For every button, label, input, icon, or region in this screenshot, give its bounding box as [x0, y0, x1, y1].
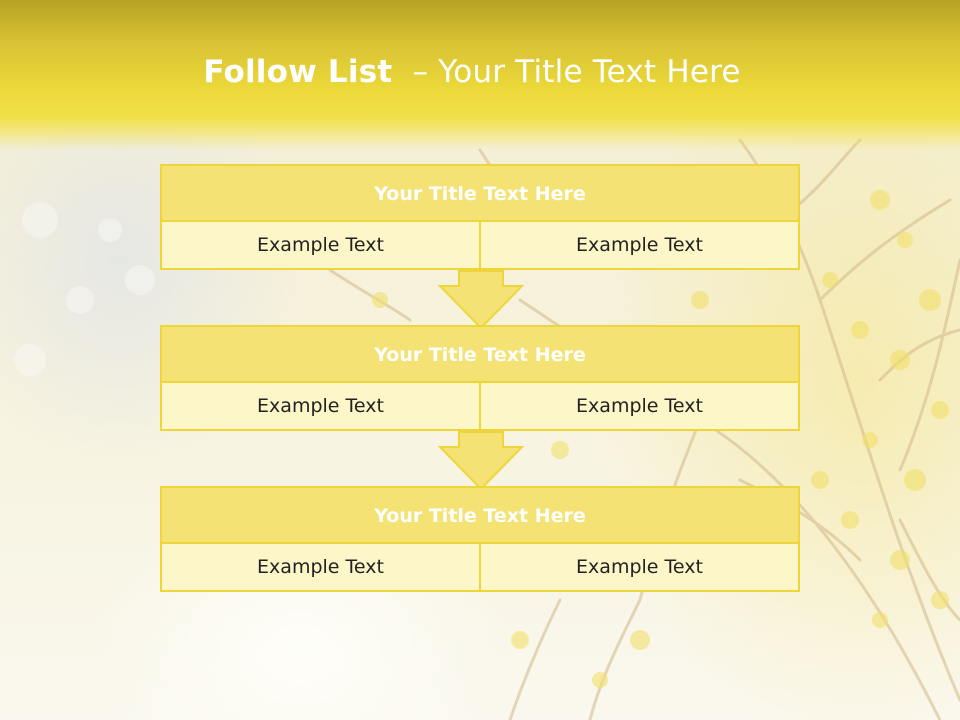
block-cell-right: Example Text	[479, 383, 798, 429]
header-band	[0, 0, 960, 150]
page-title: Follow List – Your Title Text Here	[0, 54, 944, 90]
page-title-bold: Follow List	[203, 54, 393, 90]
block-title: Your Title Text Here	[162, 488, 798, 544]
block-row: Example Text Example Text	[162, 222, 798, 268]
block-cell-left: Example Text	[162, 383, 479, 429]
list-block-1: Your Title Text Here Example Text Exampl…	[160, 164, 800, 270]
down-arrow-icon	[438, 270, 524, 330]
block-cell-right: Example Text	[479, 222, 798, 268]
list-block-3: Your Title Text Here Example Text Exampl…	[160, 486, 800, 592]
block-cell-right: Example Text	[479, 544, 798, 590]
block-row: Example Text Example Text	[162, 544, 798, 590]
block-cell-left: Example Text	[162, 544, 479, 590]
block-title: Your Title Text Here	[162, 166, 798, 222]
block-row: Example Text Example Text	[162, 383, 798, 429]
page-title-rest: – Your Title Text Here	[412, 54, 741, 90]
list-block-2: Your Title Text Here Example Text Exampl…	[160, 325, 800, 431]
block-cell-left: Example Text	[162, 222, 479, 268]
block-title: Your Title Text Here	[162, 327, 798, 383]
down-arrow-icon	[438, 431, 524, 491]
